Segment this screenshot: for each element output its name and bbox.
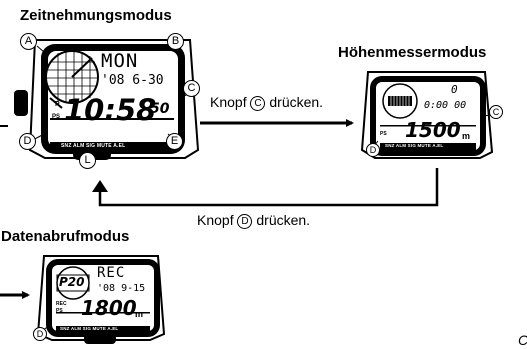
lcd-altitude: 1500 <box>405 118 461 142</box>
instruction-press-c: Knopf C drücken. <box>210 94 323 111</box>
function-strip: SNZ ALM SIG MUTE A.EL <box>60 326 119 331</box>
instruction-press-d: Knopf D drücken. <box>197 212 310 229</box>
arrow-to-data-recall <box>98 168 439 207</box>
lcd-altitude: 1800 <box>81 296 137 320</box>
instruction-text: Knopf <box>197 212 234 228</box>
label-button-b: B <box>167 33 184 50</box>
label-button-d: D <box>19 133 36 150</box>
lcd-seconds: 50 <box>150 101 170 117</box>
label-button-l: L <box>79 152 96 169</box>
lcd-unit: m <box>135 309 144 319</box>
watch-altimeter <box>360 71 494 159</box>
label-button-c: C <box>183 80 200 97</box>
lcd-timer: 0:00 00 <box>424 100 467 111</box>
title-data-recall-mode: Datenabrufmodus <box>1 228 130 245</box>
title-altimeter-mode: Höhenmessermodus <box>338 44 487 61</box>
label-button-d-data-recall: D <box>33 327 47 341</box>
lcd-rec-indicator: REC <box>56 301 67 307</box>
label-button-a: A <box>20 33 37 50</box>
lcd-date: '08 9-15 <box>97 283 146 294</box>
lcd-pm-indicator: P <box>55 101 60 108</box>
instruction-text: drücken. <box>256 212 311 228</box>
watch-timekeeping <box>14 39 200 160</box>
lcd-day: MON <box>101 50 139 72</box>
label-button-d-altimeter: D <box>366 143 380 157</box>
button-c-symbol: C <box>250 96 266 111</box>
lcd-pointer: P20 <box>59 275 85 289</box>
lcd-rec-label: REC <box>97 265 126 281</box>
lcd-date: '08 6-30 <box>101 73 164 88</box>
instruction-text: Knopf <box>210 94 247 110</box>
lcd-top-value: 0 <box>451 83 458 96</box>
lcd-unit: m <box>462 131 471 141</box>
label-button-e: E <box>166 133 183 150</box>
lcd-ps-indicator: PS <box>380 131 387 137</box>
button-d-symbol: D <box>237 214 253 229</box>
instruction-text: drücken. <box>269 94 324 110</box>
label-button-c-altimeter: C <box>489 105 503 119</box>
watch-data-recall <box>36 255 166 344</box>
lcd-ps-indicator: PS <box>52 114 61 120</box>
corner-letter: C <box>518 332 527 348</box>
function-strip: SNZ ALM SIG MUTE A.EL <box>61 143 126 149</box>
title-timekeeping-mode: Zeitnehmungsmodus <box>20 7 172 24</box>
lcd-time: 10:58 <box>64 93 157 127</box>
function-strip: SNZ ALM SIG MUTE A.EL <box>385 143 444 148</box>
lcd-ps-indicator: PS <box>56 308 63 314</box>
